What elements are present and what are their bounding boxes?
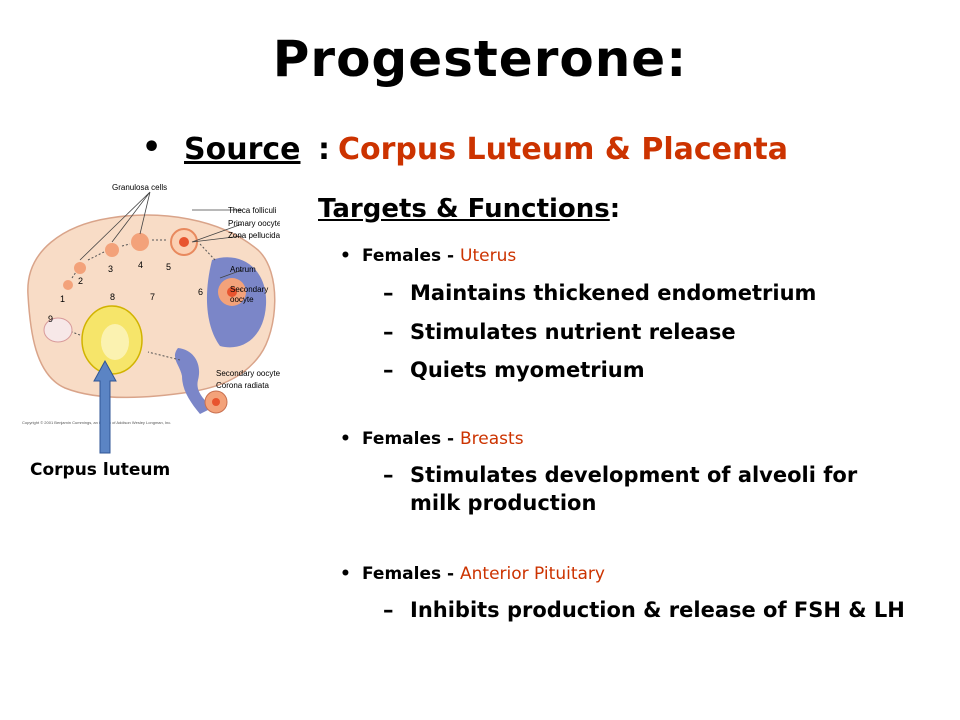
label-oocyte: oocyte xyxy=(230,295,254,304)
group-label: Females - Anterior Pituitary xyxy=(362,564,605,584)
group-organ: Breasts xyxy=(460,429,524,449)
group-organ: Anterior Pituitary xyxy=(460,564,605,584)
group-label: Females - Breasts xyxy=(362,429,524,449)
group-bullet: • xyxy=(340,429,351,449)
follicle-5-oocyte xyxy=(179,237,189,247)
dash: – xyxy=(383,358,394,382)
follicle-1 xyxy=(63,280,73,290)
label-antrum: Antrum xyxy=(230,265,256,274)
number-8: 8 xyxy=(110,292,115,302)
rupture-tract xyxy=(174,348,212,414)
group-prefix: Females - xyxy=(362,246,461,266)
corpus-luteum-arrow xyxy=(93,359,117,454)
number-9: 9 xyxy=(48,314,53,324)
label-primary: Primary oocyte xyxy=(228,219,280,228)
follicle-3 xyxy=(105,243,119,257)
number-6: 6 xyxy=(198,287,203,297)
group-bullet: • xyxy=(340,564,351,584)
targets-heading: Targets & Functions: xyxy=(318,194,620,224)
copyright-text: Copyright © 2001 Benjamin Cummings, an i… xyxy=(22,420,171,425)
number-5: 5 xyxy=(166,262,171,272)
released-oocyte-core xyxy=(212,398,220,406)
label-secondary: Secondary xyxy=(230,285,268,294)
label-theca: Theca folliculi xyxy=(228,206,277,215)
corpus-luteum-core xyxy=(101,324,129,360)
label-zona: Zona pellucida xyxy=(228,231,280,240)
label-granulosa: Granulosa cells xyxy=(112,183,167,192)
corpus-luteum-label: Corpus luteum xyxy=(30,460,171,480)
label-sec-oocyte: Secondary oocyte xyxy=(216,369,280,378)
group-prefix: Females - xyxy=(362,564,461,584)
group-prefix: Females - xyxy=(362,429,461,449)
follicle-2 xyxy=(74,262,86,274)
corpus-albicans xyxy=(43,317,73,343)
label-corona: Corona radiata xyxy=(216,381,269,390)
function-text: Maintains thickened endometrium xyxy=(410,281,817,305)
source-bullet: • xyxy=(142,130,162,165)
targets-colon: : xyxy=(609,194,621,224)
number-3: 3 xyxy=(108,264,113,274)
label-lines xyxy=(79,191,243,291)
number-7: 7 xyxy=(150,292,155,302)
ovary-diagram: 1 2 3 4 5 6 7 8 9 Granulosa cells Theca … xyxy=(22,183,280,425)
function-text: Stimulates nutrient release xyxy=(410,320,736,344)
follicle-4 xyxy=(131,233,149,251)
group-bullet: • xyxy=(340,246,351,266)
dash: – xyxy=(383,320,394,344)
number-1: 1 xyxy=(60,294,65,304)
number-4: 4 xyxy=(138,260,143,270)
dash: – xyxy=(383,463,394,487)
dash: – xyxy=(383,598,394,622)
secondary-oocyte-dot xyxy=(227,287,237,297)
source-value: Corpus Luteum & Placenta xyxy=(338,132,788,167)
slide-title: Progesterone: xyxy=(272,30,688,88)
cycle-arrows xyxy=(71,239,216,361)
source-label: Source xyxy=(184,132,301,167)
function-text: Stimulates development of alveoli for mi… xyxy=(410,463,858,515)
function-text: Quiets myometrium xyxy=(410,358,645,382)
dash: – xyxy=(383,281,394,305)
number-2: 2 xyxy=(78,276,83,286)
group-label: Females - Uterus xyxy=(362,246,516,266)
function-text: Inhibits production & release of FSH & L… xyxy=(410,598,905,622)
targets-label: Targets & Functions xyxy=(318,194,610,224)
group-organ: Uterus xyxy=(460,246,517,266)
source-colon: : xyxy=(318,132,330,167)
